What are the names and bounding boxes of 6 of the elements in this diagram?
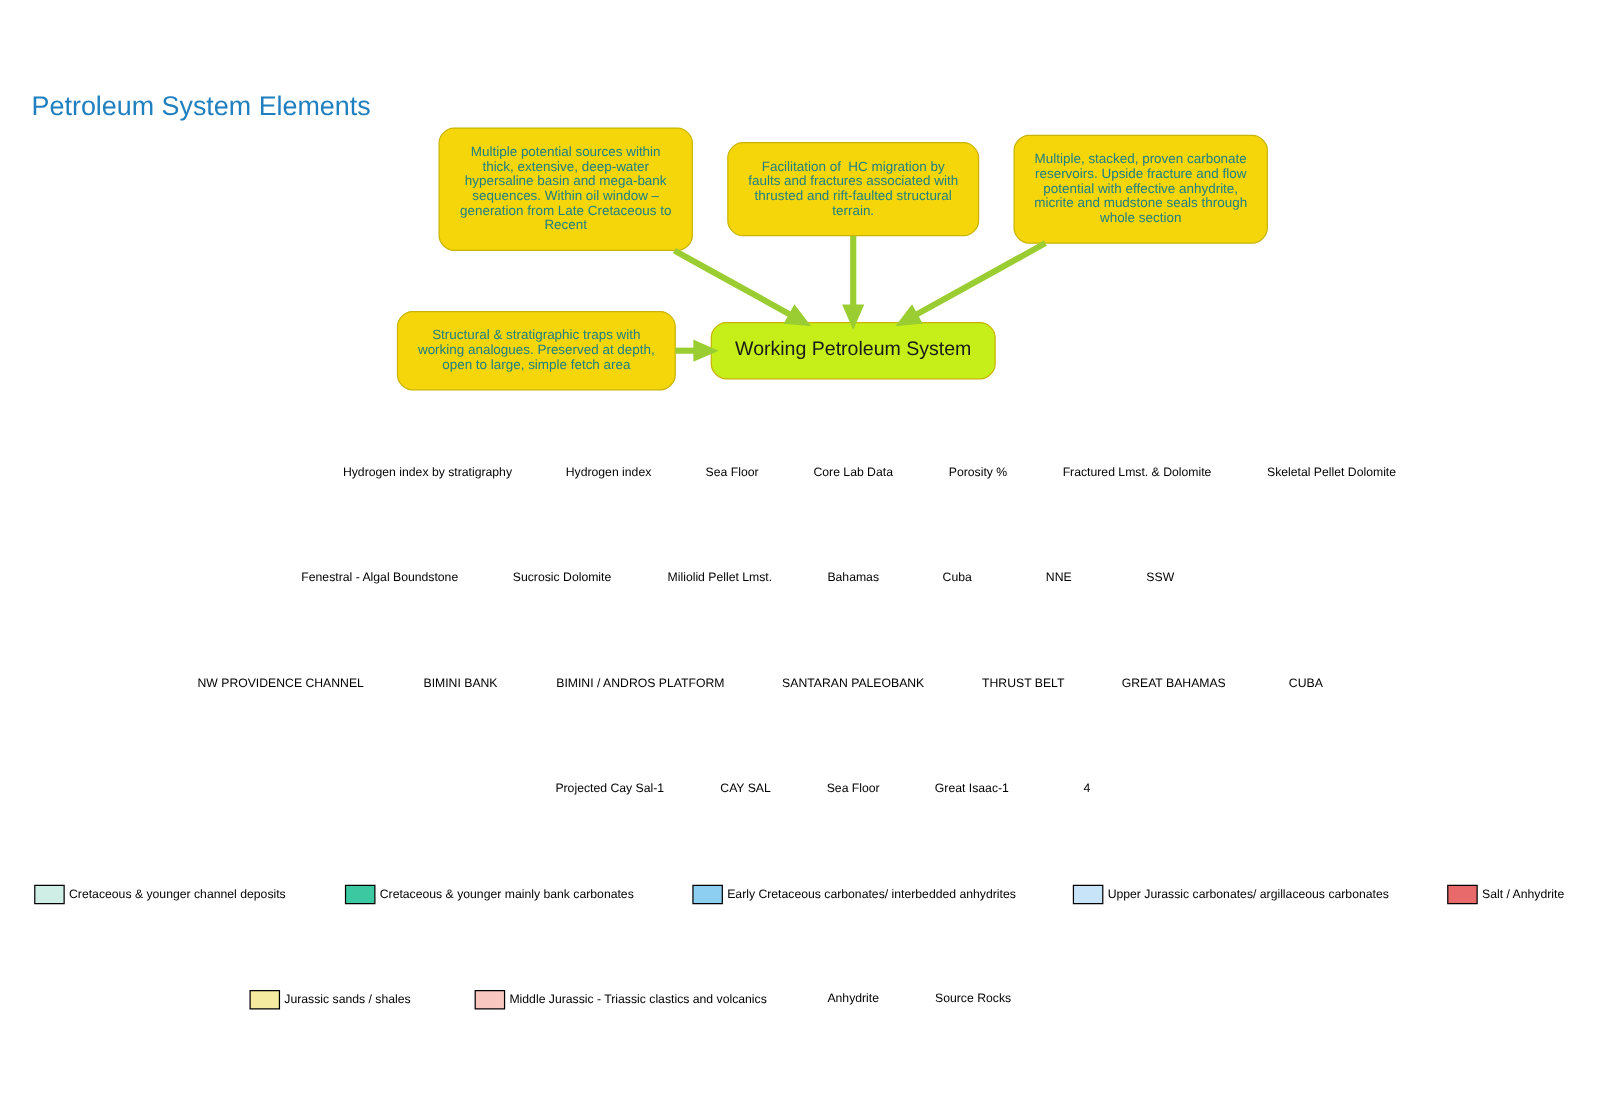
arrow <box>842 235 865 329</box>
arrow <box>672 246 812 326</box>
node-box: Working Petroleum System <box>710 320 996 379</box>
arrow <box>895 239 1047 326</box>
arrow <box>675 338 719 361</box>
diagram-title: Petroleum System Elements <box>31 90 371 121</box>
